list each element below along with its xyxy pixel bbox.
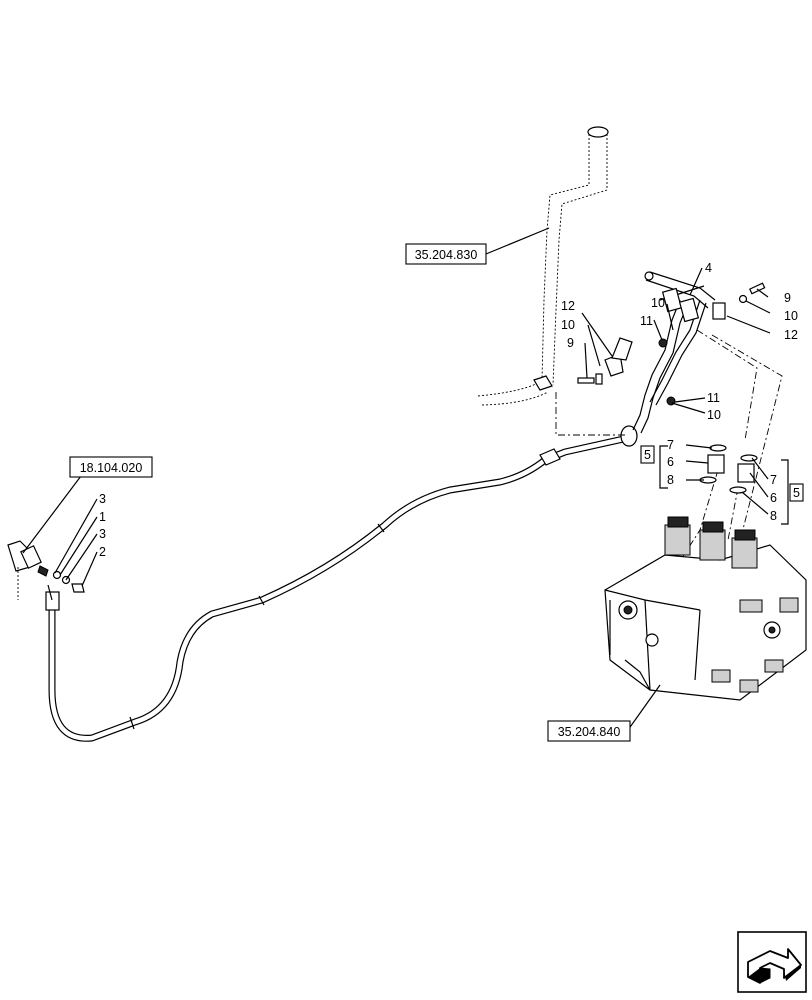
callout-5-left: 5 <box>644 448 651 462</box>
callout-6-right: 6 <box>770 491 777 505</box>
callout-10-left: 10 <box>561 318 575 332</box>
callout-10-top-left: 10 <box>651 296 665 310</box>
callout-9-left: 9 <box>567 336 574 350</box>
callout-12-left: 12 <box>561 299 575 313</box>
callout-numbers: 4 9 10 12 10 11 12 10 9 11 10 7 6 8 7 6 … <box>99 261 798 559</box>
control-valve-block <box>604 516 807 701</box>
main-hose <box>45 425 638 742</box>
ref-label-valve: 35.204.840 <box>558 725 621 739</box>
fittings <box>699 444 758 494</box>
kit-box-5-left: 5 <box>640 445 655 464</box>
callout-10-right: 10 <box>784 309 798 323</box>
callout-7-right: 7 <box>770 473 777 487</box>
washer-10-right <box>738 294 748 304</box>
callout-3-upper: 3 <box>99 492 106 506</box>
callout-5-right: 5 <box>793 486 800 500</box>
bracket-left <box>577 337 633 385</box>
ref-box-left[interactable]: 18.104.020 <box>69 456 153 478</box>
callout-4: 4 <box>705 261 712 275</box>
callout-leaders <box>22 227 789 731</box>
callout-2: 2 <box>99 545 106 559</box>
callout-3-lower: 3 <box>99 527 106 541</box>
callout-8-left: 8 <box>667 473 674 487</box>
next-page-arrow-icon[interactable] <box>737 931 807 993</box>
callout-11-top-left: 11 <box>640 314 653 328</box>
callout-10-middle: 10 <box>707 408 721 422</box>
callout-1: 1 <box>99 510 106 524</box>
callout-6-left: 6 <box>667 455 674 469</box>
callout-12-right: 12 <box>784 328 798 342</box>
callout-9-right: 9 <box>784 291 791 305</box>
ref-box-valve[interactable]: 35.204.840 <box>547 720 631 742</box>
upper-pipe-ghost <box>477 126 609 406</box>
left-connection <box>7 540 85 601</box>
kit-box-5-right: 5 <box>789 483 804 502</box>
washer-11-top <box>658 338 668 348</box>
callout-7-left: 7 <box>667 438 674 452</box>
callout-11-middle: 11 <box>707 391 720 405</box>
ref-box-top[interactable]: 35.204.830 <box>405 243 487 265</box>
callout-8-right: 8 <box>770 509 777 523</box>
ref-label-left: 18.104.020 <box>80 461 143 475</box>
bolt-9-right <box>749 282 766 295</box>
ref-label-top: 35.204.830 <box>415 248 478 262</box>
